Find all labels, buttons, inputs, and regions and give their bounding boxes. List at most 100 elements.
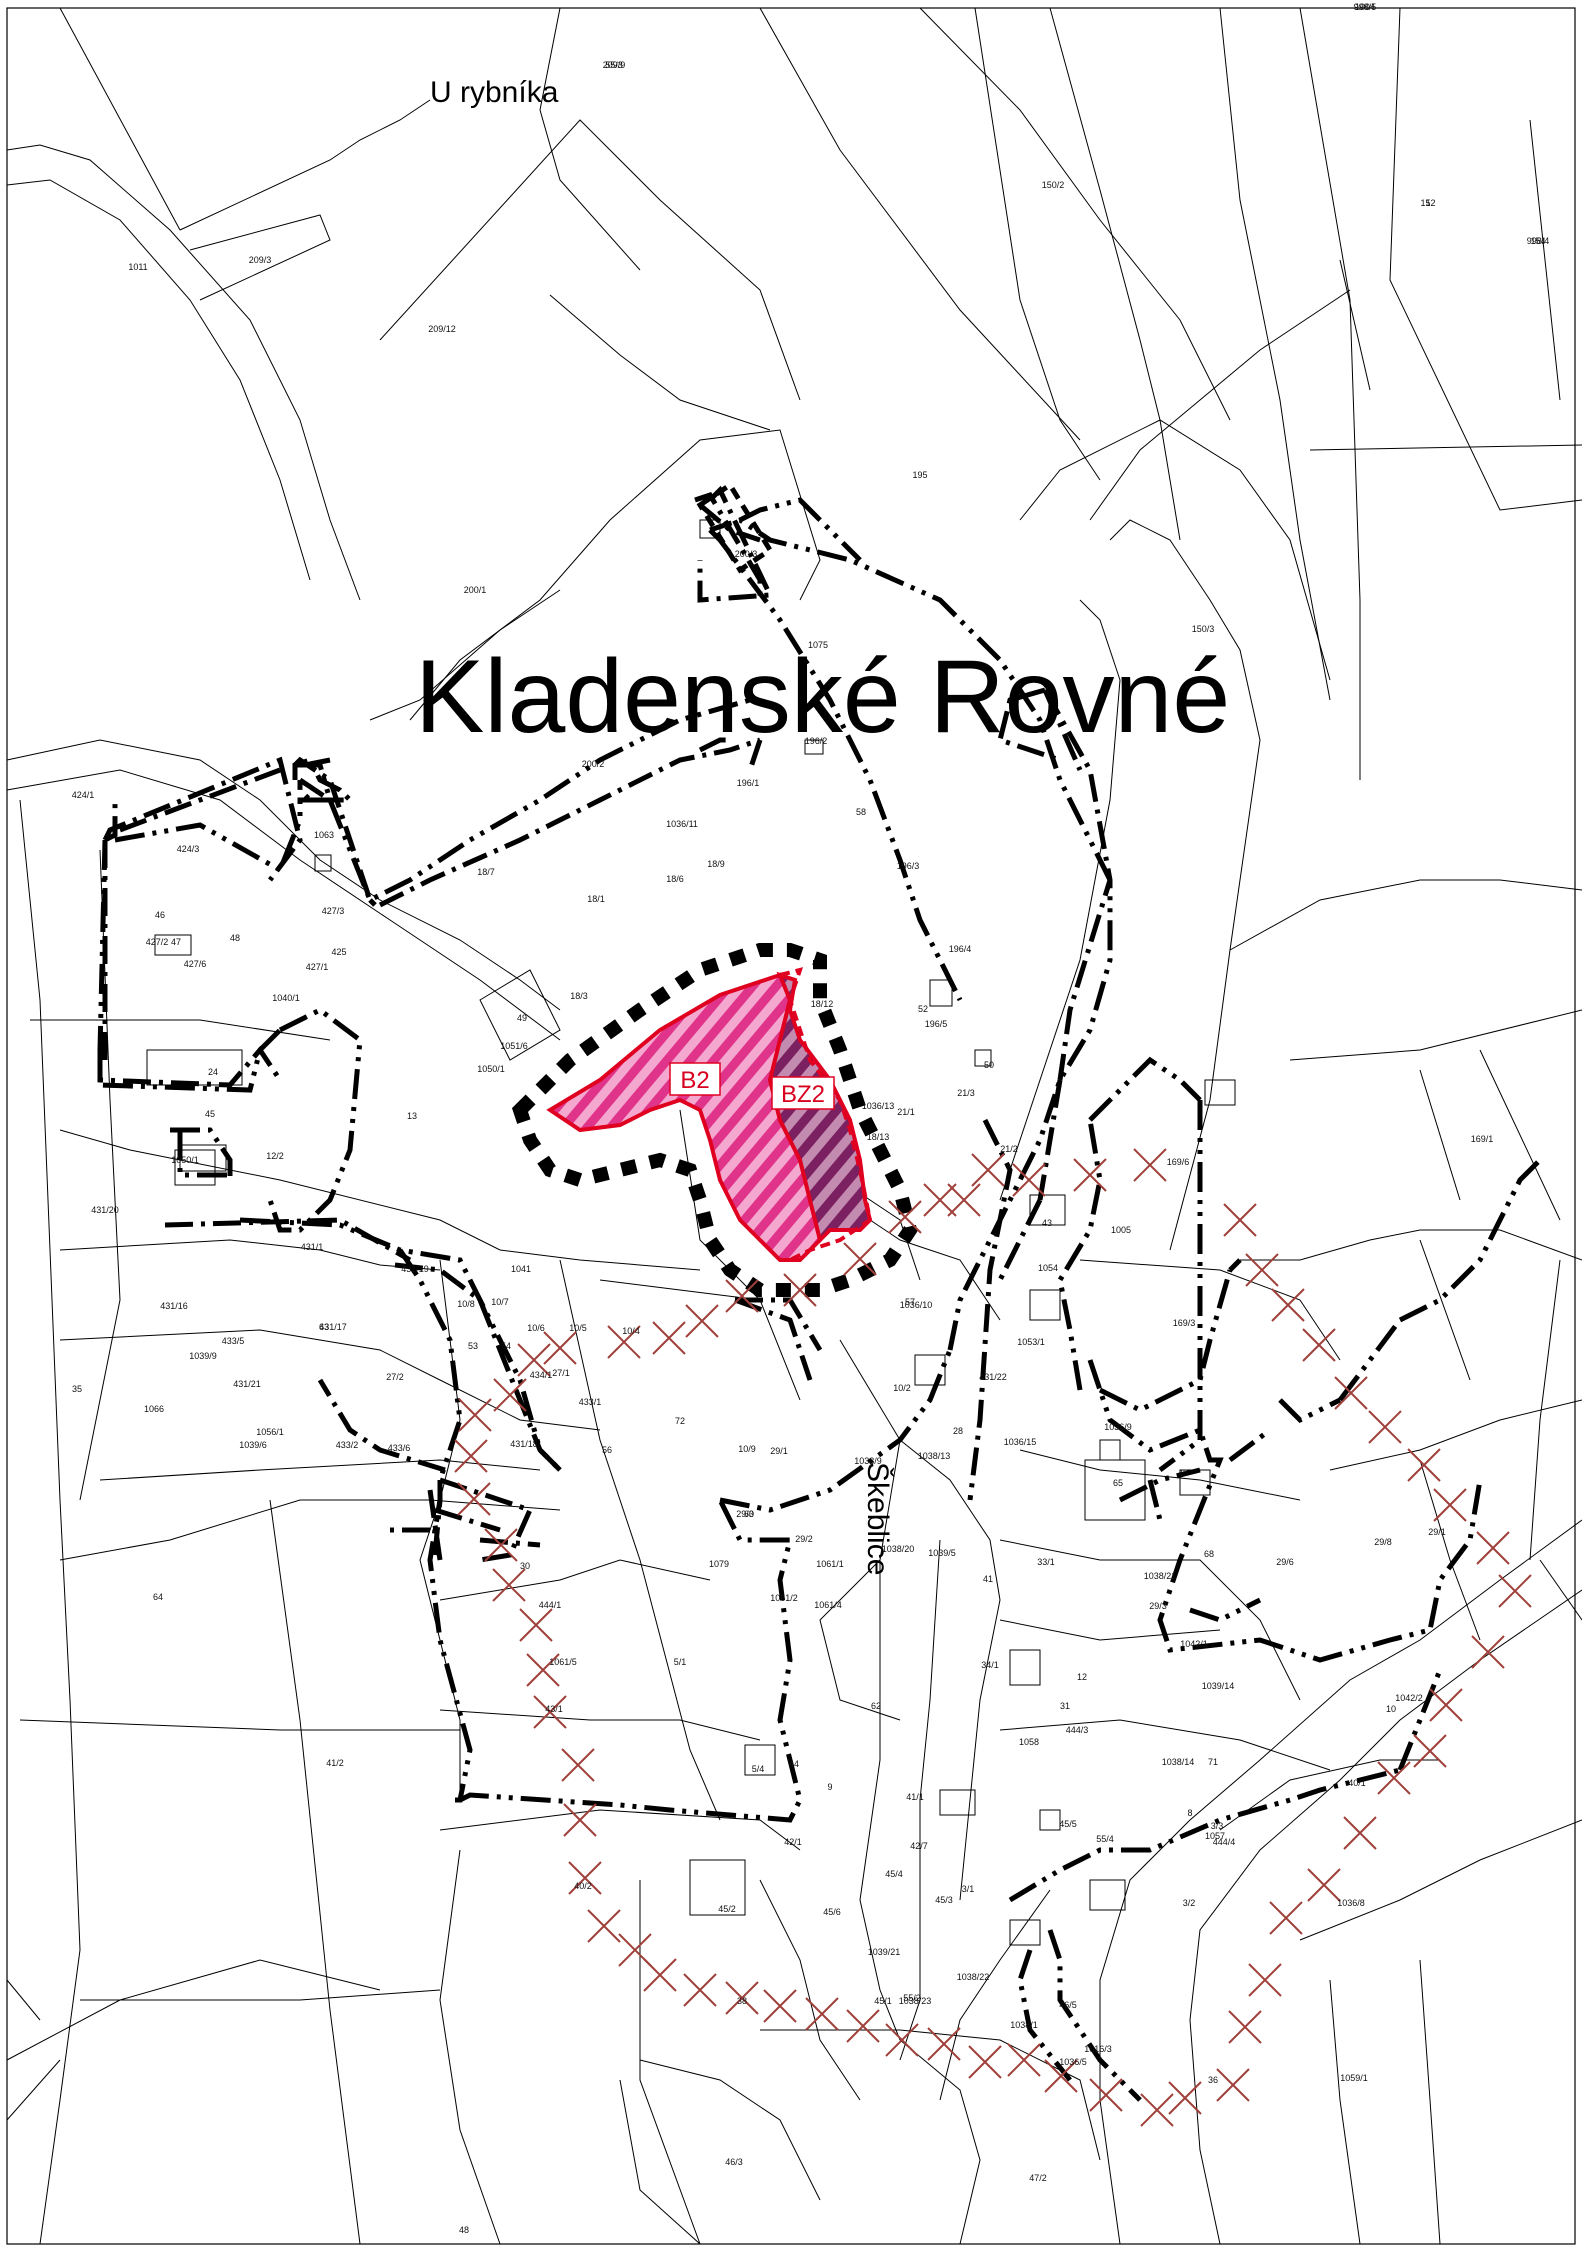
parcel-label: 196/2 (805, 736, 828, 746)
parcel-label: 55/3 (605, 60, 623, 70)
parcel-label: 38 (737, 1996, 747, 2006)
parcel-label: 431/20 (91, 1205, 119, 1215)
parcel-label: 433/2 (336, 1440, 359, 1450)
parcel-label: 56 (602, 1445, 612, 1455)
protection-x-mark (805, 1997, 839, 2031)
protection-x-mark (1471, 1635, 1505, 1669)
parcel-label: 1053/1 (1017, 1337, 1045, 1347)
parcel-label: 35 (72, 1384, 82, 1394)
parcel-label: 200/3 (735, 549, 758, 559)
building (1009, 1919, 1041, 1946)
parcel-label: 31 (1060, 1701, 1070, 1711)
parcel-label: 154 (1530, 236, 1545, 246)
parcel-label: 424/1 (72, 790, 95, 800)
local-boundary-north (293, 491, 763, 908)
parcel-label: 41/2 (326, 1758, 344, 1768)
parcel-label: 5/4 (752, 1764, 765, 1774)
protection-x-mark (1133, 1148, 1167, 1182)
locality-label-main: Kladenské Rovné (415, 639, 1230, 755)
parcel-label: 36 (1208, 2075, 1218, 2085)
parcel-label: 169/6 (1167, 1157, 1190, 1167)
protection-x-mark (968, 2045, 1002, 2079)
parcel-label: 427/6 (184, 959, 207, 969)
parcel-label: 1036/13 (862, 1101, 895, 1111)
parcel-label: 42/1 (784, 1837, 802, 1847)
parcel-label: 46/5 (1059, 2000, 1077, 2010)
protection-x-mark (493, 1378, 527, 1412)
parcel-label: 47/2 (1029, 2173, 1047, 2183)
parcel-label: 1036/15 (1004, 1437, 1037, 1447)
protection-x-mark (683, 1973, 717, 2007)
parcel-label: 71 (1208, 1757, 1218, 1767)
parcel-label: 150/3 (1192, 624, 1215, 634)
protection-x-mark (923, 1183, 957, 1217)
parcel-label: 29/1 (1428, 1527, 1446, 1537)
protection-x-mark (888, 1200, 922, 1234)
zone-label-bz2: BZ2 (771, 1076, 835, 1110)
parcel-label: 433/6 (388, 1443, 411, 1453)
parcel-label: 434/1 (530, 1370, 553, 1380)
building (1029, 1194, 1066, 1226)
parcel-label: 1039/14 (1202, 1681, 1235, 1691)
parcel-label: 1050/1 (171, 1155, 199, 1165)
protection-x-mark (971, 1153, 1005, 1187)
parcel-label: 1038/9 (854, 1456, 882, 1466)
parcel-label: 152 (1420, 198, 1435, 208)
protection-x-mark (725, 1279, 759, 1313)
protection-x-mark (526, 1653, 560, 1687)
parcel-label: 1061/5 (549, 1657, 577, 1667)
protection-x-mark (927, 2027, 961, 2061)
parcel-label: 52 (918, 1004, 928, 1014)
parcel-label: 1063 (314, 830, 334, 840)
building (1029, 1289, 1061, 1321)
parcel-label: 1005 (1111, 1225, 1131, 1235)
protection-x-mark (1377, 1761, 1411, 1795)
parcel-label: 10/6 (527, 1323, 545, 1333)
parcel-label: 10/5 (569, 1323, 587, 1333)
parcel-label: 55/2 (903, 1993, 921, 2003)
map-frame (6, 7, 1576, 2245)
parcel-label: 8 (1187, 1808, 1192, 1818)
parcel-label: 45/4 (885, 1869, 903, 1879)
parcel-label: 18/6 (666, 874, 684, 884)
protection-x-mark (519, 1608, 553, 1642)
parcel-label: 444/3 (1066, 1725, 1089, 1735)
parcel-label: 30 (520, 1561, 530, 1571)
parcel-label: 58 (856, 807, 866, 817)
parcel-label: 29/3 (1149, 1601, 1167, 1611)
protection-x-mark (1073, 1158, 1107, 1192)
parcel-label: 200/2 (582, 759, 605, 769)
protection-x-mark (1368, 1410, 1402, 1444)
protection-x-mark (1429, 1688, 1463, 1722)
parcel-label: 209/9 (603, 60, 626, 70)
parcel-label: 3/3 (1211, 1821, 1224, 1831)
protection-x-mark (568, 1861, 602, 1895)
protection-x-mark (685, 1304, 719, 1338)
building (974, 1049, 992, 1067)
parcel-label: 18/12 (811, 999, 834, 1009)
protection-zone-x-line (454, 1148, 1532, 2127)
parcel-label: 48 (230, 933, 240, 943)
parcel-label: 431/21 (233, 1379, 261, 1389)
parcel-label: 28 (953, 1426, 963, 1436)
local-plan-boundary (97, 497, 1542, 2102)
parcel-label: 196/4 (949, 944, 972, 954)
parcel-label: 48 (459, 2225, 469, 2235)
parcel-label: 18/1 (587, 894, 605, 904)
parcel-label: 1039/9 (189, 1351, 217, 1361)
parcel-label: 33/1 (1037, 1557, 1055, 1567)
parcel-label: 29/3 (736, 1509, 754, 1519)
parcel-label: 150/2 (1042, 180, 1065, 190)
parcel-label: 1056/1 (256, 1427, 284, 1437)
parcel-label: 424/3 (177, 844, 200, 854)
parcel-label: 998/5 (1354, 2, 1377, 12)
parcel-label: 29/6 (1276, 1557, 1294, 1567)
parcel-label: 10/4 (622, 1326, 640, 1336)
parcel-label: 27/1 (552, 1368, 570, 1378)
building (1204, 1079, 1236, 1106)
parcel-label: 45 (205, 1109, 215, 1119)
parcel-label: 57 (905, 1297, 915, 1307)
parcel-label: 10/2 (893, 1383, 911, 1393)
parcel-label: 24 (208, 1067, 218, 1077)
parcel-label: 45/1 (874, 1996, 892, 2006)
